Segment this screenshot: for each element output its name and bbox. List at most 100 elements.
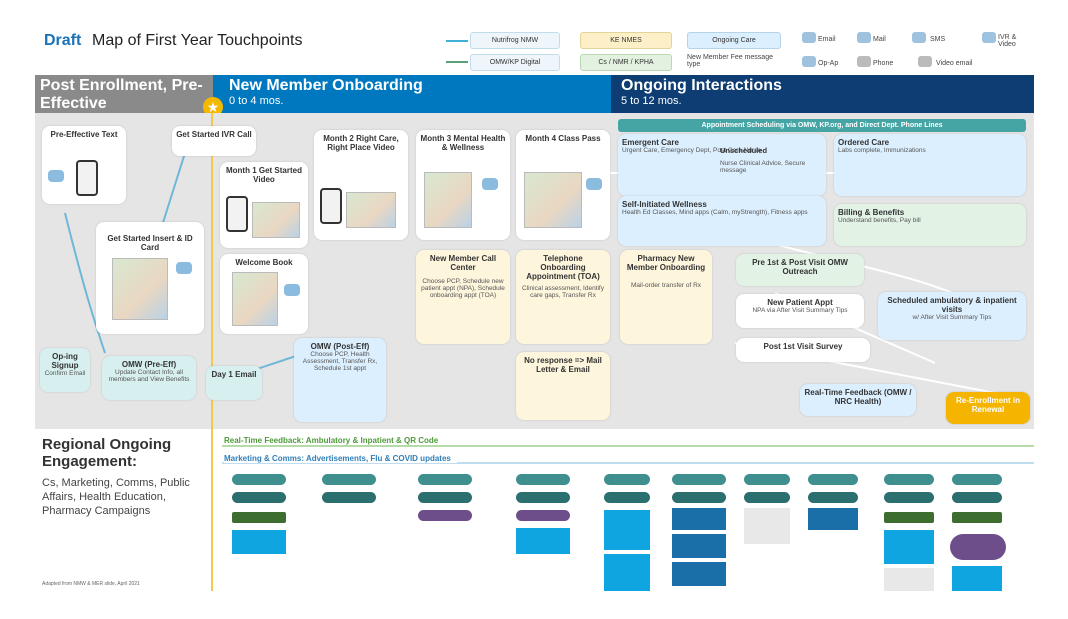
phase-post-enrollment: Post Enrollment, Pre-Effective (35, 75, 213, 113)
card-omw-post-title: OMW (Post-Eff) (310, 342, 370, 351)
campaign-pill (232, 492, 286, 503)
campaign-box (604, 554, 650, 591)
campaign-pill (952, 492, 1002, 503)
card-omw-pre: OMW (Pre-Eff) Update Contact Info, all m… (102, 356, 196, 400)
card-no-response: No response => Mail Letter & Email (516, 352, 610, 420)
card-telephone-onboarding-sub: Clinical assessment, Identify care gaps,… (521, 285, 604, 299)
mail-icon (176, 262, 192, 274)
op-ap-icon (802, 56, 816, 67)
card-telephone-onboarding: Telephone Onboarding Appointment (TOA) C… (516, 250, 610, 344)
card-rt-feedback-title: Real-Time Feedback (OMW / NRC Health) (804, 388, 912, 406)
card-emergent-care-title: Emergent Care (622, 138, 679, 147)
video-icon (918, 56, 932, 67)
campaign-pill (604, 492, 650, 503)
campaign-pill (672, 474, 726, 485)
campaign-pill (952, 512, 1002, 523)
campaign-box (672, 534, 726, 558)
card-npa: New Patient Appt NPA via After Visit Sum… (736, 294, 864, 328)
campaign-pill (516, 510, 570, 521)
card-month3: Month 3 Mental Health & Wellness (416, 130, 510, 240)
phase-ongoing-sub: 5 to 12 mos. (621, 95, 682, 107)
phase-ongoing: Ongoing Interactions 5 to 12 mos. (611, 75, 1034, 113)
card-pharmacy-sub: Mail-order transfer of Rx (630, 282, 702, 289)
campaign-box (516, 528, 570, 554)
card-welcome-book-title: Welcome Book (235, 258, 293, 267)
unscheduled-label: Unscheduled (720, 146, 768, 155)
card-npa-title: New Patient Appt (767, 298, 833, 307)
campaign-pill (232, 474, 286, 485)
card-day1-email-title: Day 1 Email (211, 370, 257, 379)
legend-icon-phone: Phone (873, 60, 894, 67)
campaign-pill (604, 474, 650, 485)
stream-marketing-line (222, 462, 1034, 464)
legend-icon-opap: Op-Ap (818, 60, 839, 67)
card-reenrollment-title: Re-Enrollment in Renewal (955, 396, 1020, 414)
legend-pill-4: New Member Fee message type (687, 54, 773, 68)
footnote: Adapted from NMW & MER slide, April 2021 (42, 581, 140, 587)
campaign-box (808, 508, 858, 530)
card-op-sign: Op-ing Signup Confirm Email (40, 348, 90, 392)
card-telephone-onboarding-title: Telephone Onboarding Appointment (TOA) (526, 254, 600, 281)
campaign-pill (418, 474, 472, 485)
insert-image (112, 258, 168, 320)
card-month2: Month 2 Right Care, Right Place Video (314, 130, 408, 240)
phase-onboarding: New Member Onboarding 0 to 4 mos. (213, 75, 611, 113)
card-ordered-care-title: Ordered Care (838, 138, 890, 147)
legend-icon-sms: SMS (930, 36, 946, 43)
welcome-book-image (232, 272, 278, 326)
card-emergent-care-sub: Urgent Care, Emergency Dept, Post Care N… (622, 147, 762, 154)
campaign-pill (952, 474, 1002, 485)
card-insert-id-title: Get Started Insert & ID Card (107, 234, 193, 252)
card-npa-sub: NPA via After Visit Summary Tips (752, 307, 848, 314)
stream-feedback-line (222, 445, 1034, 447)
phone-icon (857, 56, 871, 67)
legend-icon-mail: Mail (873, 36, 886, 43)
card-post-survey-title: Post 1st Visit Survey (763, 342, 843, 351)
card-omw-pre-title: OMW (Pre-Eff) (121, 360, 177, 369)
campaign-box (884, 530, 934, 564)
campaign-pill (322, 492, 376, 503)
email-icon (802, 32, 816, 43)
campaign-box (744, 508, 790, 544)
campaign-pill (516, 492, 570, 503)
legend-icon-email: Email (818, 36, 836, 43)
video-thumbnail (346, 192, 396, 228)
campaign-box (232, 530, 286, 554)
sms-icon (48, 170, 64, 182)
email-thumbnail (524, 172, 582, 228)
card-month2-title: Month 2 Right Care, Right Place Video (323, 134, 399, 152)
card-insert-id: Get Started Insert & ID Card (96, 222, 204, 334)
stream-feedback-label: Real-Time Feedback: Ambulatory & Inpatie… (224, 436, 445, 445)
card-no-response-title: No response => Mail Letter & Email (524, 356, 602, 374)
card-reenrollment: Re-Enrollment in Renewal (946, 392, 1030, 424)
email-icon (586, 178, 602, 190)
phase-ongoing-title: Ongoing Interactions (621, 77, 782, 94)
campaign-pill (950, 534, 1006, 560)
email-thumbnail (424, 172, 472, 228)
card-self-wellness-title: Self-Initiated Wellness (622, 200, 707, 209)
card-op-sign-title: Op-ing Signup (51, 352, 79, 370)
card-op-sign-sub: Confirm Email (44, 370, 86, 377)
campaign-pill (232, 512, 286, 523)
card-get-started-ivr-title: Get Started IVR Call (176, 130, 252, 139)
card-scheduled-amb: Scheduled ambulatory & inpatient visits … (878, 292, 1026, 340)
regional-subtitle: Cs, Marketing, Comms, Public Affairs, He… (42, 477, 190, 517)
card-pre-effective: Pre-Effective Text (42, 126, 126, 204)
card-month3-title: Month 3 Mental Health & Wellness (420, 134, 506, 152)
unscheduled-sub: Nurse Clinical Advice, Secure message (720, 160, 806, 174)
card-emergent-care: Emergent Care Urgent Care, Emergency Dep… (618, 134, 826, 196)
legend-line-2-label: OMW/KP Digital (470, 54, 560, 71)
card-pharmacy-title: Pharmacy New Member Onboarding (626, 254, 706, 272)
legend-line-2 (446, 61, 468, 63)
campaign-pill (744, 474, 790, 485)
legend-line-1 (446, 40, 468, 42)
card-billing-title: Billing & Benefits (838, 208, 905, 217)
card-self-wellness-sub: Health Ed Classes, Mind apps (Calm, mySt… (622, 209, 808, 216)
email-icon (482, 178, 498, 190)
ivr-icon (982, 32, 996, 43)
mail-icon (284, 284, 300, 296)
card-nm-call-center-title: New Member Call Center (429, 254, 497, 272)
campaign-box (672, 508, 726, 530)
legend-pill-1: KE NMES (580, 32, 672, 49)
campaign-pill (808, 474, 858, 485)
